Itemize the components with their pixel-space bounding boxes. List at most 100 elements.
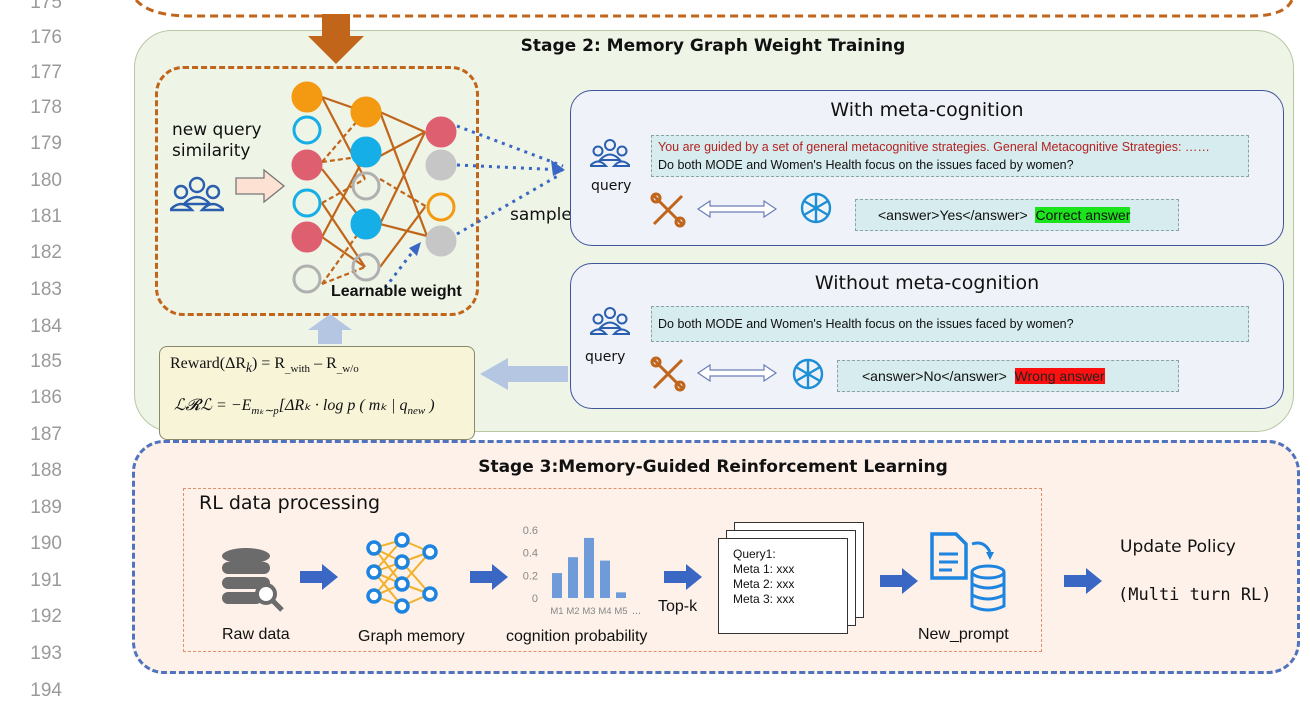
- with-meta-panel: With meta-cognition You are guided by a …: [570, 90, 1284, 246]
- tools-icon-2: [650, 356, 686, 392]
- x-tick-label: M2: [566, 606, 579, 617]
- prompt-line: Query1:: [733, 547, 776, 561]
- llm-icon-2: [792, 358, 824, 390]
- x-tick-label: M3: [582, 606, 595, 617]
- with-meta-question: Do both MODE and Women's Health focus on…: [658, 158, 1074, 172]
- line-number: 175: [30, 0, 62, 13]
- similarity-text: similarity: [172, 141, 251, 161]
- without-meta-prompt-box: Do both MODE and Women's Health focus on…: [651, 306, 1249, 342]
- line-number: 186: [30, 387, 62, 408]
- line-number: 183: [30, 279, 62, 300]
- llm-icon: [800, 192, 832, 224]
- arrow-right-icon-1: [300, 564, 338, 590]
- rl-data-processing-box: [183, 488, 1042, 652]
- new-prompt-label: New_prompt: [918, 626, 1009, 643]
- line-number: 190: [30, 533, 62, 554]
- line-number: 191: [30, 570, 62, 591]
- loss-equation: ℒ𝓡ℒ = −Emₖ∼p[ΔRₖ · log p ( mₖ | qnew ): [174, 397, 435, 418]
- with-meta-prompt-box: You are guided by a set of general metac…: [651, 135, 1249, 177]
- line-number: 193: [30, 643, 62, 664]
- without-meta-panel: Without meta-cognition Do both MODE and …: [570, 263, 1284, 409]
- without-meta-answer: <answer>No</answer> Wrong answer: [862, 368, 1105, 384]
- new-query-label: new query similarity: [172, 120, 262, 162]
- double-arrow-icon: [696, 200, 778, 218]
- line-number: 177: [30, 62, 62, 83]
- down-arrow-icon: [308, 14, 364, 64]
- line-number: 179: [30, 133, 62, 154]
- reward-formula-box: Reward(ΔRk) = R_with – R_w/o ℒ𝓡ℒ = −Emₖ∼…: [159, 346, 475, 440]
- memory-graph-network: [291, 81, 565, 294]
- line-number: 182: [30, 242, 62, 263]
- x-tick-ellipsis: ...: [632, 606, 640, 617]
- cognition-probability-label: cognition probability: [506, 628, 648, 645]
- double-arrow-icon-2: [696, 364, 778, 382]
- query-users-icon-2: [590, 307, 630, 335]
- new-query-text: new query: [172, 120, 262, 140]
- metacognitive-prompt: You are guided by a set of general metac…: [658, 140, 1210, 154]
- with-meta-title: With meta-cognition: [830, 99, 1024, 121]
- left-arrow-icon: [480, 358, 568, 390]
- graph-memory-label: Graph memory: [358, 628, 465, 645]
- prompt-line: Meta 2: xxx: [733, 577, 795, 591]
- without-meta-title: Without meta-cognition: [814, 272, 1040, 294]
- tools-icon: [650, 192, 686, 228]
- learnable-weight-label: Learnable weight: [331, 283, 462, 300]
- update-policy-label: Update Policy: [1120, 537, 1236, 557]
- neural-network-box: [155, 66, 479, 316]
- stage3-title: Stage 3:Memory-Guided Reinforcement Lear…: [478, 457, 948, 477]
- bar-M1: [552, 573, 562, 598]
- arrow-right-icon-3: [664, 564, 702, 590]
- arrow-right-icon-2: [470, 564, 508, 590]
- database-search-icon: [222, 548, 284, 612]
- line-number: 185: [30, 351, 62, 372]
- reward-equation: Reward(ΔRk) = R_with – R_w/o: [170, 355, 359, 376]
- arrow-right-icon-4: [880, 568, 918, 594]
- stage3-container: [132, 440, 1300, 674]
- input-arrow-icon: [235, 168, 286, 204]
- with-meta-answer: <answer>Yes</answer> Correct answer: [878, 207, 1131, 223]
- graph-memory-icon: [366, 532, 438, 614]
- multi-turn-rl-label: (Multi turn RL): [1118, 585, 1272, 605]
- bar-M2: [568, 557, 578, 598]
- raw-data-label: Raw data: [222, 626, 290, 643]
- up-arrow-icon: [308, 314, 352, 344]
- x-tick-label: M5: [614, 606, 627, 617]
- without-meta-answer-box: <answer>No</answer> Wrong answer: [837, 360, 1179, 392]
- x-tick-label: M4: [598, 606, 611, 617]
- y-tick-label: 0.6: [523, 525, 538, 537]
- line-number: 181: [30, 206, 62, 227]
- stage2-title: Stage 2: Memory Graph Weight Training: [520, 36, 906, 56]
- new-prompt-icon: [930, 532, 1006, 612]
- y-tick-label: 0.4: [523, 548, 538, 560]
- line-number: 176: [30, 27, 62, 48]
- wrong-answer-badge: Wrong answer: [1014, 368, 1105, 384]
- rl-data-processing-label: RL data processing: [199, 492, 381, 514]
- line-number: 187: [30, 424, 62, 445]
- line-number: 189: [30, 497, 62, 518]
- y-tick-label: 0.2: [523, 570, 538, 582]
- stage1-box-edge: [134, 0, 1294, 18]
- line-number: 188: [30, 460, 62, 481]
- line-number: 184: [30, 316, 62, 337]
- without-meta-query-label: query: [585, 349, 626, 365]
- without-meta-question: Do both MODE and Women's Health focus on…: [658, 317, 1074, 331]
- with-meta-query-label: query: [591, 178, 632, 194]
- line-number: 178: [30, 97, 62, 118]
- prompt-line: Meta 3: xxx: [733, 592, 795, 606]
- with-meta-answer-box: <answer>Yes</answer> Correct answer: [855, 199, 1179, 231]
- bar-M3: [584, 537, 594, 598]
- correct-answer-badge: Correct answer: [1035, 207, 1131, 223]
- line-number: 192: [30, 606, 62, 627]
- x-tick-label: M1: [550, 606, 563, 617]
- bar-M4: [600, 560, 610, 598]
- sample-label: sample: [510, 205, 572, 225]
- y-tick-label: 0: [532, 593, 538, 605]
- topk-label: Top-k: [658, 598, 698, 615]
- line-number: 194: [30, 680, 62, 701]
- users-icon: [170, 176, 224, 212]
- prompt-line: Meta 1: xxx: [733, 562, 795, 576]
- arrow-right-icon-5: [1064, 568, 1102, 594]
